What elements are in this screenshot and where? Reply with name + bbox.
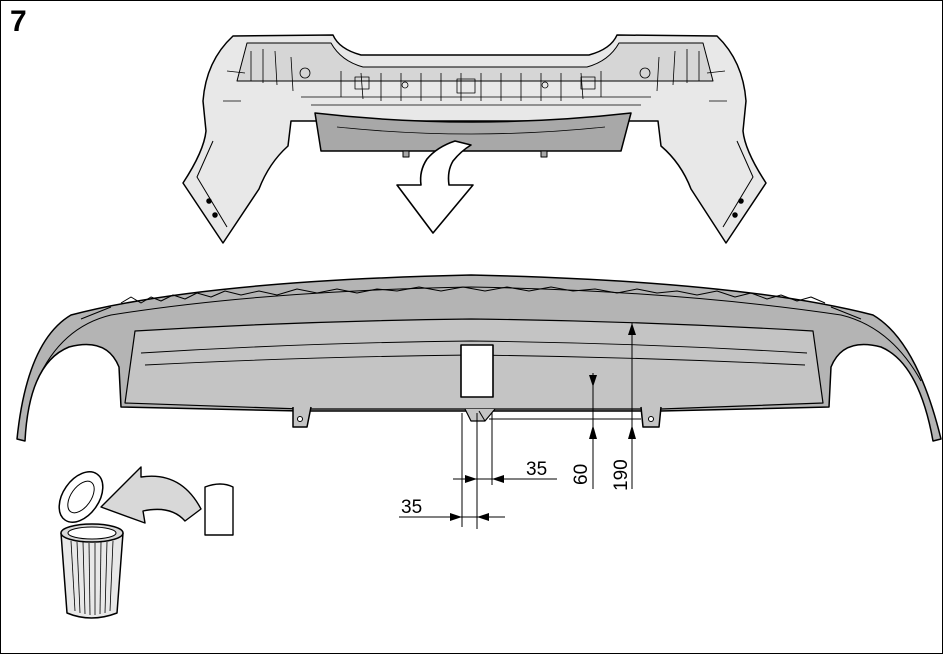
trash-bin-icon (60, 532, 124, 619)
dimension-label-width-upper: 35 (526, 459, 547, 480)
cutout-opening (460, 344, 494, 398)
dimension-label-height: 60 (571, 464, 592, 485)
dimension-label-offset: 190 (611, 459, 632, 491)
removed-plug (204, 483, 234, 536)
dispose-cutout-illustration (58, 466, 234, 619)
rear-bumper (182, 34, 767, 244)
dimension-lines (399, 323, 641, 529)
step-number: 7 (10, 5, 27, 38)
dimension-label-width-lower: 35 (401, 497, 422, 518)
rear-diffuser (16, 274, 942, 442)
